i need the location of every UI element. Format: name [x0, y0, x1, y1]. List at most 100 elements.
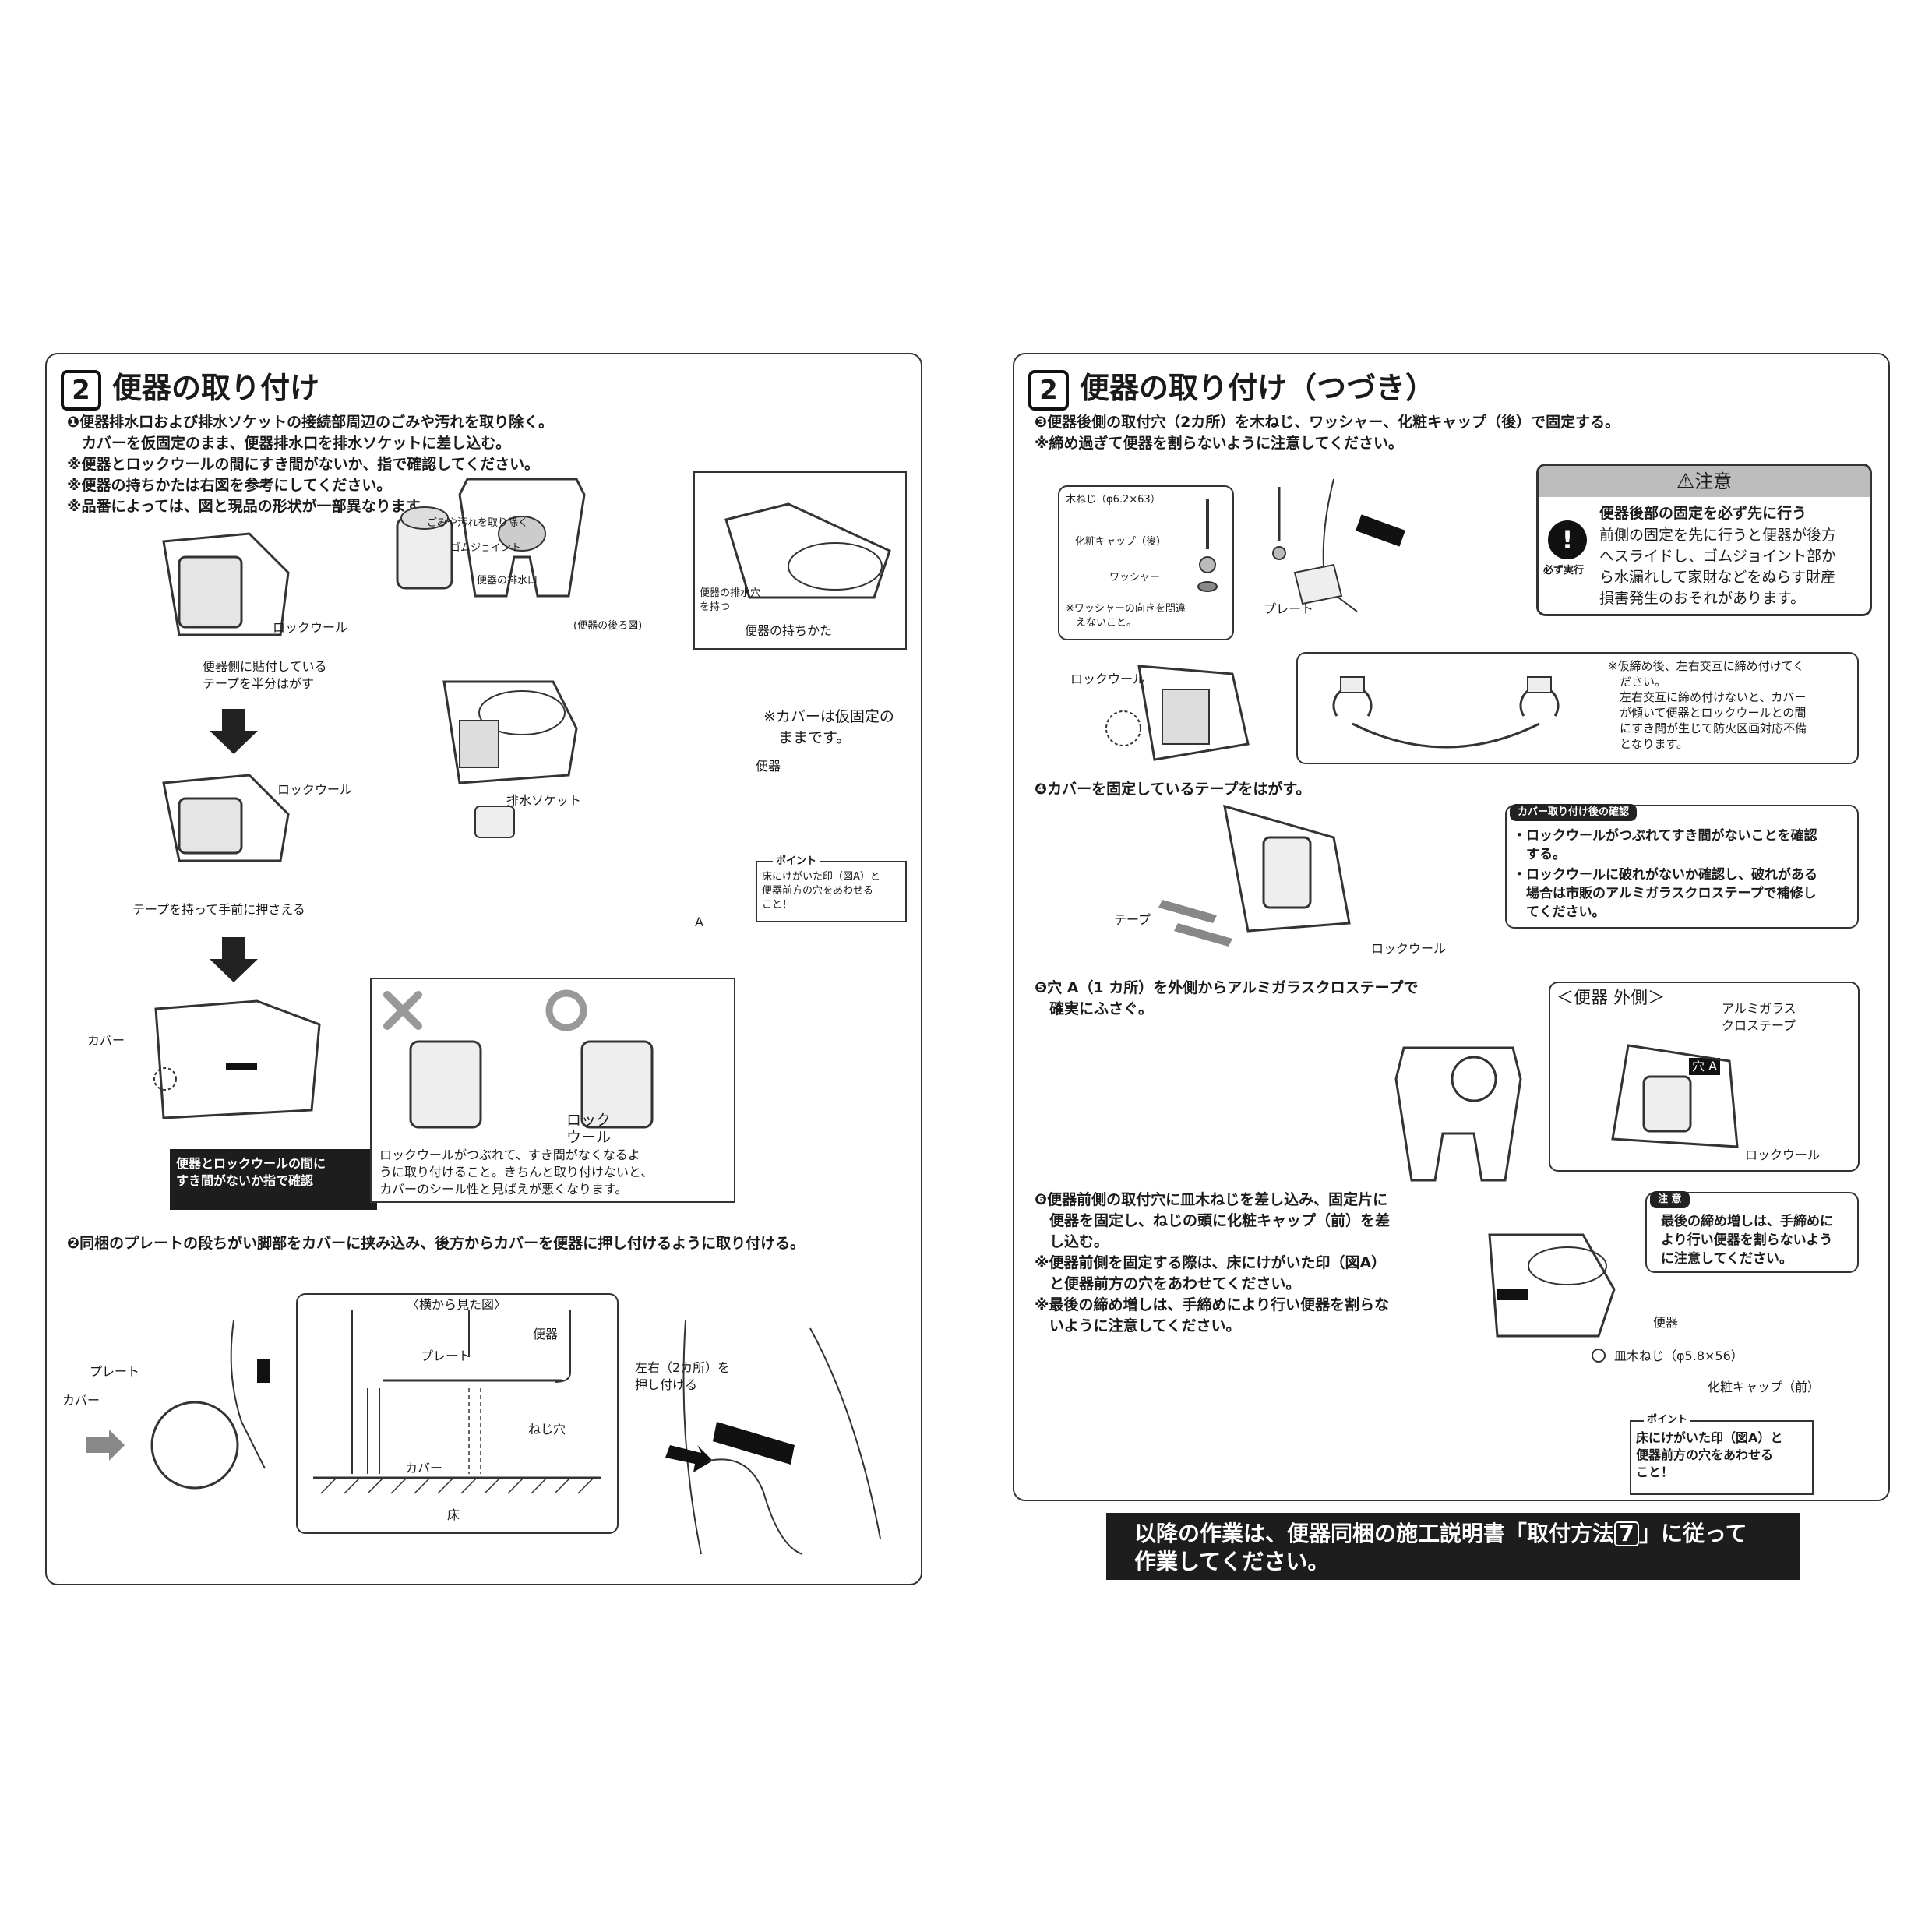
mandatory-label: 必ず実行	[1543, 565, 1585, 576]
point-title-left: ポイント	[773, 855, 820, 869]
label-rock-uru: ロック ウール	[566, 1112, 612, 1146]
label-benki: 便器	[756, 759, 781, 774]
rockwool-cover-illustration	[1105, 665, 1250, 761]
mandatory-icon: !	[1548, 520, 1587, 559]
point-text-left: 床にけがいた印（図A）と 便器前方の穴をあわせる こと！	[762, 871, 880, 911]
side-label-benki: 便器	[533, 1327, 559, 1341]
tighten-alternately-box: ※仮締め後、左右交互に締め付けてく ださい。 左右交互に締め付けないと、カバー …	[1296, 652, 1859, 764]
part-washer: ワッシャー	[1109, 572, 1161, 583]
label-cover: カバー	[87, 1033, 125, 1048]
parts-box: 木ねじ（φ6.2×63） 化粧キャップ（後） ワッシャー ※ワッシャーの向きを間…	[1058, 485, 1234, 640]
label-oshi: 左右（2カ所）を 押し付ける	[635, 1360, 731, 1392]
right-title: 便器の取り付け（つづき）	[1080, 371, 1436, 405]
step6-note1: ※便器前側を固定する際は、床にけがいた印（図A） と便器前方の穴をあわせてくださ…	[1035, 1254, 1387, 1292]
cover-confirm-box: カバー取り付け後の確認 ・ロックウールがつぶれてすき間がないことを確認 する。 …	[1505, 804, 1859, 929]
label-plate-right: プレート	[1264, 601, 1314, 616]
label-cover-l: カバー	[62, 1393, 100, 1408]
label-a: A	[695, 915, 703, 929]
point-text-right: 床にけがいた印（図A）と 便器前方の穴をあわせる こと！	[1636, 1430, 1783, 1479]
toilet-holding-illustration	[724, 502, 891, 599]
outside-cover-illustration	[1611, 1044, 1739, 1148]
right-title-row: 2 便器の取り付け（つづき）	[1028, 364, 1435, 411]
side-view-illustration	[313, 1310, 601, 1494]
label-rockwool3: ロックウール	[1371, 941, 1447, 956]
footer-text-end: 」に従って	[1639, 1521, 1747, 1546]
step6-block: ❻便器前側の取付穴に皿木ねじを差し込み、固定片に 便器を固定し、ねじの頭に化粧キ…	[1035, 1190, 1390, 1337]
right-panel: 2 便器の取り付け（つづき） ❸便器後側の取付穴（2カ所）を木ねじ、ワッシャー、化…	[1013, 353, 1890, 1501]
arrow-down-icon-2	[210, 937, 258, 982]
part-cap: 化粧キャップ（後）	[1075, 536, 1167, 548]
side-label-plate: プレート	[421, 1349, 471, 1363]
part-kineji: 木ねじ（φ6.2×63）	[1066, 494, 1161, 506]
label-rockwool2: ロックウール	[277, 782, 353, 797]
holding-figure-box: 便器の排水穴 を持つ 便器の持ちかた	[693, 471, 907, 650]
caution-bold: 便器後部の固定を必ず先に行う	[1599, 505, 1807, 522]
step5-line: ❺穴 A（1 カ所）を外側からアルミガラスクロステープで 確実にふさぐ。	[1035, 979, 1419, 1017]
step6-note2: ※最後の締め増しは、手締めにより行い便器を割らな いように注意してください。	[1035, 1296, 1390, 1334]
step-number-badge-right: 2	[1028, 369, 1069, 411]
toilet-cover-illustration	[153, 999, 321, 1119]
label-gomi: ごみや汚れを取り除く	[427, 517, 529, 529]
step2-line: ❷同梱のプレートの段ちがい脚部をカバーに挟み込み、後方からカバーを便器に押し付け…	[67, 1235, 806, 1252]
part-washer-note: ※ワッシャーの向きを間違 えないこと。	[1066, 603, 1186, 629]
label-socket: 排水ソケット	[506, 793, 582, 808]
step6-line: ❻便器前側の取付穴に皿木ねじを差し込み、固定片に 便器を固定し、ねじの頭に化粧キ…	[1035, 1191, 1391, 1250]
footer-text-start: 以降の作業は、便器同梱の施工説明書「取付方法	[1134, 1521, 1615, 1546]
outside-title: ＜便器 外側＞	[1557, 989, 1665, 1008]
screw-washer-illustration	[1197, 499, 1218, 592]
step1-note3: ※品番によっては、図と現品の形状が一部異なります。	[67, 498, 434, 515]
attention-text: 最後の締め増しは、手締めに より行い便器を割らないよう に注意してください。	[1661, 1214, 1833, 1267]
ng-ok-comparison-box: ロック ウール ロックウールがつぶれて、すき間がなくなるよ うに取り付けること。…	[370, 978, 735, 1203]
label-haisuiguchi: 便器の排水口	[477, 575, 538, 587]
label-tape-half: 便器側に貼付している テープを半分はがす	[203, 659, 327, 691]
front-label-saraneji: 皿木ねじ（φ5.8×56）	[1614, 1349, 1743, 1363]
point-title-right: ポイント	[1644, 1413, 1691, 1427]
caution-box: ⚠注意 ! 必ず実行 便器後部の固定を必ず先に行う 前側の固定を先に行うと便器が…	[1536, 464, 1872, 616]
ok-example-illustration	[580, 1040, 654, 1129]
left-title: 便器の取り付け	[112, 371, 320, 405]
footer-step-badge: 7	[1614, 1521, 1640, 1546]
label-rockwool1: ロックウール	[273, 620, 348, 635]
arrow-down-icon-1	[210, 709, 258, 754]
toilet-rear-illustration	[396, 478, 586, 598]
label-mochikata: 便器の持ちかた	[745, 623, 833, 638]
attention-tag: 注 意	[1650, 1191, 1690, 1208]
plate-cover-illustration	[86, 1320, 270, 1490]
outside-view-box: ＜便器 外側＞ アルミガラス クロステープ 穴 A ロックウール	[1549, 982, 1860, 1172]
caution-header-text: 注意	[1694, 471, 1733, 492]
label-ushiro: (便器の後ろ図)	[573, 620, 643, 632]
ng-explanation: ロックウールがつぶれて、すき間がなくなるよ うに取り付けること。きちんと取り付け…	[379, 1148, 654, 1197]
rear-fix-illustration	[1272, 478, 1405, 612]
label-gomu: ゴムジョイント	[450, 542, 522, 554]
point-box-left: ポイント 床にけがいた印（図A）と 便器前方の穴をあわせる こと！	[756, 855, 907, 922]
step3-note: ※締め過ぎて便器を割らないように注意してください。	[1035, 435, 1403, 452]
step1-line1: ❶便器排水口および排水ソケットの接続部周辺のごみや汚れを取り除く。	[67, 414, 554, 431]
outside-rockwool: ロックウール	[1745, 1148, 1821, 1162]
step1-block: ❶便器排水口および排水ソケットの接続部周辺のごみや汚れを取り除く。 カバーを仮固…	[67, 412, 553, 517]
footer-line2: 作業してください。	[1134, 1549, 1330, 1574]
side-view-title: 〈横から見た図〉	[407, 1297, 507, 1312]
check-gap-box: 便器とロックウールの間に すき間がないか指で確認	[170, 1149, 377, 1210]
caution-header: ⚠注意	[1539, 466, 1870, 497]
ok-circle-icon	[545, 989, 587, 1031]
step3-line: ❸便器後側の取付穴（2カ所）を木ねじ、ワッシャー、化粧キャップ（後）で固定する。	[1035, 414, 1620, 431]
toilet-install-illustration	[442, 680, 578, 838]
side-label-yuka: 床	[447, 1507, 460, 1522]
label-plate-l: プレート	[90, 1364, 140, 1379]
cover-step1-illustration	[162, 532, 290, 636]
label-rockwool-right: ロックウール	[1070, 672, 1146, 686]
confirm-item2: ・ロックウールに破れがないか確認し、破れがある 場合は市販のアルミガラスクロステ…	[1513, 867, 1817, 920]
step4-line: ❹カバーを固定しているテープをはがす。	[1035, 781, 1311, 798]
front-label-benki: 便器	[1653, 1315, 1679, 1330]
label-tape: テープ	[1114, 912, 1151, 927]
alternate-tighten-illustration	[1332, 676, 1560, 749]
final-attention-box: 注 意 最後の締め増しは、手締めに より行い便器を割らないよう に注意してくださ…	[1645, 1190, 1859, 1273]
check-gap-text: 便器とロックウールの間に すき間がないか指で確認	[176, 1156, 326, 1188]
attention-tag-wrap: 注 意	[1650, 1190, 1690, 1208]
front-label-cap: 化粧キャップ（前）	[1708, 1380, 1821, 1394]
cover-step2-illustration	[162, 774, 290, 862]
